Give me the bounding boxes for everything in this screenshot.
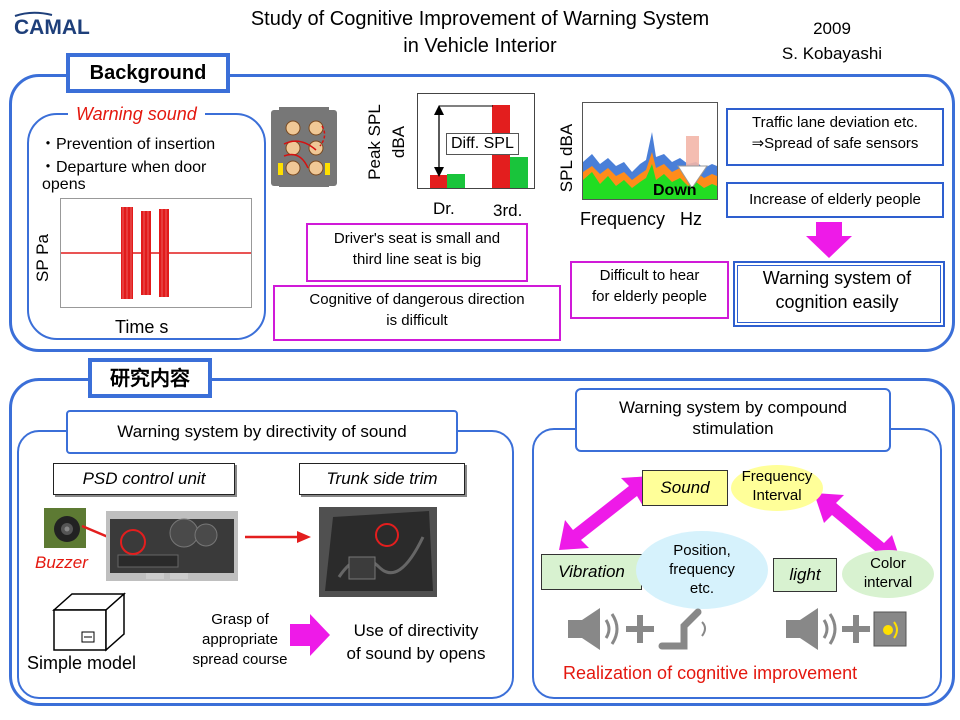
spl-3rd-label: 3rd.	[493, 201, 523, 220]
bar-dr-green	[447, 174, 465, 188]
simple-model-icon	[52, 592, 126, 652]
psd-to-trunk-arrow-icon	[245, 530, 311, 544]
buzzer-image	[44, 508, 86, 548]
vibration-label: Vibration	[541, 554, 642, 590]
spl-chart-ylabel: Peak SPL dBA	[365, 104, 408, 180]
warning-bullet-2: ・Departure when door	[40, 159, 207, 176]
diff-spl-label: Diff. SPL	[446, 133, 519, 155]
right-double-arrow-icon	[812, 491, 904, 567]
down-arrow-icon	[806, 222, 852, 258]
speaker-light-icon	[784, 606, 910, 652]
waveform-plot	[60, 198, 252, 308]
right-arrow-icon	[290, 614, 330, 656]
dangerous-direction-note: Cognitive of dangerous direction is diff…	[273, 285, 561, 341]
seat-layout-icon	[270, 106, 338, 188]
camal-logo: CAMAL	[12, 10, 92, 40]
sound-label: Sound	[642, 470, 728, 506]
goal-text: Warning system of cognition easily	[762, 268, 912, 312]
spl-dr-label: Dr.	[433, 199, 455, 218]
warning-bullet-3: opens	[42, 176, 86, 193]
year-author: 2009 S. Kobayashi	[781, 19, 883, 63]
page-title: Study of Cognitive Improvement of Warnin…	[250, 8, 710, 57]
psd-control-unit-label: PSD control unit	[53, 463, 235, 495]
bar-dr-red	[430, 175, 447, 188]
freq-chart-xlabel: Frequency Hz	[580, 209, 703, 229]
position-frequency-text: Position, frequency etc.	[636, 531, 768, 609]
speaker-vibration-icon	[566, 606, 714, 652]
frequency-interval-text: Frequency Interval	[731, 465, 823, 511]
light-label: light	[773, 558, 837, 592]
directivity-title: Warning system by directivity of sound	[66, 410, 458, 454]
seat-size-note: Driver's seat is small and third line se…	[306, 223, 528, 282]
trunk-side-trim-label: Trunk side trim	[299, 463, 465, 495]
realization-text: Realization of cognitive improvement	[563, 663, 858, 683]
traffic-lane-note: Traffic lane deviation etc. ⇒Spread of s…	[726, 108, 944, 166]
buzzer-label: Buzzer	[35, 553, 88, 572]
use-directivity-text: Use of directivity of sound by opens	[346, 621, 486, 663]
background-label: Background	[66, 53, 230, 93]
goal-box	[733, 261, 945, 327]
grasp-text: Grasp of appropriate spread course	[192, 611, 288, 668]
left-double-arrow-icon	[557, 474, 653, 554]
warning-bullet-1: ・Prevention of insertion	[40, 136, 216, 153]
logo-text: CAMAL	[14, 16, 90, 39]
frequency-spectrum-chart	[582, 102, 718, 200]
freq-chart-ylabel: SPL dBA	[557, 123, 576, 193]
elderly-increase-note: Increase of elderly people	[726, 182, 944, 218]
research-label: 研究内容	[88, 358, 212, 398]
warning-sound-title: Warning sound	[68, 104, 205, 125]
color-interval-text: Color interval	[842, 550, 934, 598]
waveform-ylabel: SP Pa	[33, 234, 52, 282]
elderly-hearing-note: Difficult to hear for elderly people	[570, 261, 729, 319]
psd-unit-photo	[106, 511, 238, 581]
compound-title: Warning system by compound stimulation	[575, 388, 891, 452]
waveform-xlabel: Time s	[115, 317, 169, 337]
down-label: Down	[653, 182, 697, 199]
bar-3rd-green	[510, 157, 528, 188]
trunk-trim-photo	[319, 507, 437, 597]
simple-model-label: Simple model	[27, 653, 137, 673]
